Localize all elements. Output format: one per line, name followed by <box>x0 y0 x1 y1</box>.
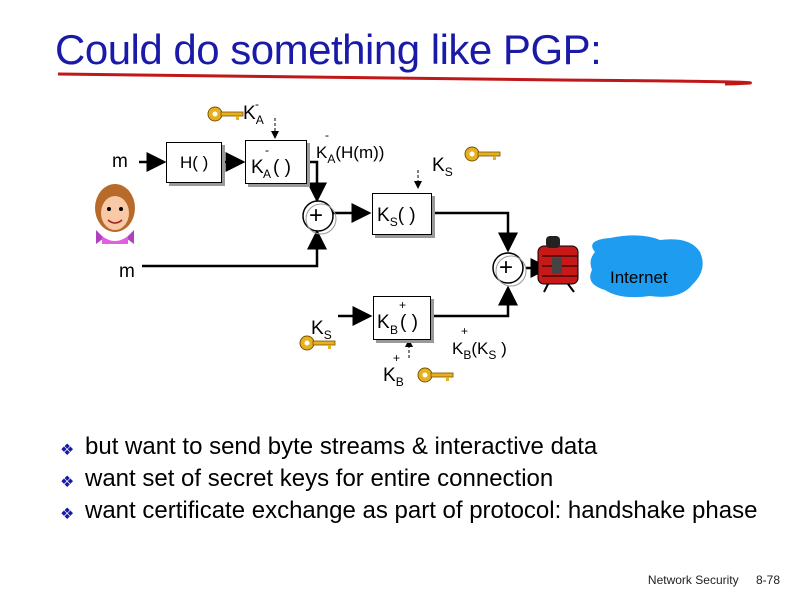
encrypted-session-key-label: + KB(KS ) <box>452 324 507 362</box>
bullet-item: ❖ but want to send byte streams & intera… <box>58 431 778 463</box>
slide-title: Could do something like PGP: <box>55 26 602 73</box>
bullet-item: ❖ want certificate exchange as part of p… <box>58 495 778 527</box>
woman-icon <box>95 184 135 244</box>
bullet-diamond-icon: ❖ <box>60 442 75 459</box>
private-key-a-label: - KA <box>243 97 264 127</box>
cloud-icon <box>590 235 703 298</box>
key-icon <box>207 106 244 122</box>
sign-box: - K A ( ) <box>245 140 307 184</box>
key-icon <box>464 146 501 162</box>
slide-footer: Network Security 8-78 <box>648 573 780 587</box>
hash-box: H( ) <box>166 142 222 183</box>
footer-page-number: 8-78 <box>755 573 780 587</box>
plus-circle-2 <box>492 252 527 287</box>
firewall-icon <box>537 236 579 293</box>
bullet-list: ❖ but want to send byte streams & intera… <box>58 431 778 527</box>
bullet-diamond-icon: ❖ <box>60 506 75 523</box>
ks-encrypt-box: KS( ) <box>372 193 432 235</box>
kb-encrypt-box: + K B ( ) <box>373 296 431 340</box>
message-label-top: m <box>112 151 128 172</box>
bullet-item: ❖ want set of secret keys for entire con… <box>58 463 778 495</box>
session-key-left-label: KS <box>311 318 332 342</box>
message-label-bottom: m <box>119 261 135 282</box>
plus-symbol-2: + <box>499 254 514 281</box>
plus-circle-1 <box>302 200 337 235</box>
footer-course: Network Security <box>647 573 739 587</box>
public-key-b-label: + KB <box>383 351 404 389</box>
pgp-diagram <box>95 106 703 383</box>
plus-symbol-1: + <box>309 202 324 229</box>
key-icon <box>299 335 336 351</box>
bullet-diamond-icon: ❖ <box>60 474 75 491</box>
key-icon <box>417 367 454 383</box>
session-key-top-label: KS <box>432 155 453 179</box>
internet-label: Internet <box>610 268 668 287</box>
signed-hash-label: - KA(H(m)) <box>316 128 385 166</box>
title-underline <box>57 72 752 86</box>
